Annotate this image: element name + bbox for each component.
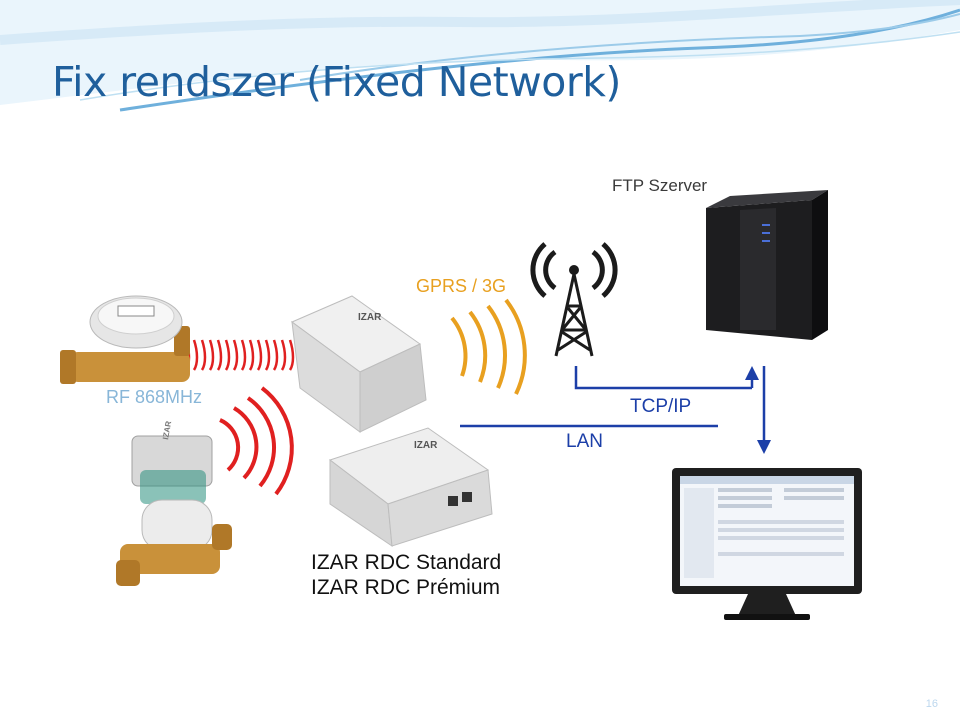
network-lines bbox=[460, 366, 766, 440]
arrow-down-icon bbox=[757, 440, 771, 454]
gprs-label: GPRS / 3G bbox=[416, 276, 507, 296]
concentrator-icon: IZAR bbox=[291, 295, 427, 433]
lan-label: LAN bbox=[566, 431, 603, 452]
rf-label: RF 868MHz bbox=[106, 387, 203, 407]
rf-waves-top bbox=[184, 339, 295, 371]
header-waves-decoration bbox=[0, 0, 960, 112]
concentrator2-brand-label: IZAR bbox=[414, 440, 438, 451]
tcp-ip-label: TCP/IP bbox=[630, 396, 692, 417]
izar-standard-label: IZAR RDC Standard bbox=[311, 551, 502, 574]
meter-brand-label: IZAR bbox=[161, 420, 173, 440]
water-meter-icon bbox=[60, 295, 190, 384]
water-meter-radio-icon: IZAR bbox=[116, 420, 232, 586]
radio-tower-icon bbox=[530, 242, 618, 357]
izar-premium-label: IZAR RDC Prémium bbox=[311, 576, 501, 599]
rf-waves-bottom bbox=[219, 386, 294, 496]
gprs-waves bbox=[450, 298, 527, 395]
page-number: 16 bbox=[925, 698, 938, 710]
concentrator-brand-label: IZAR bbox=[358, 312, 382, 323]
concentrator-premium-icon: IZAR bbox=[328, 427, 493, 548]
arrow-up-icon bbox=[745, 366, 759, 380]
ftp-server-label: FTP Szerver bbox=[612, 176, 708, 195]
server-icon bbox=[706, 190, 828, 340]
slide-title: Fix rendszer (Fixed Network) bbox=[52, 58, 621, 106]
monitor-icon bbox=[672, 468, 862, 620]
